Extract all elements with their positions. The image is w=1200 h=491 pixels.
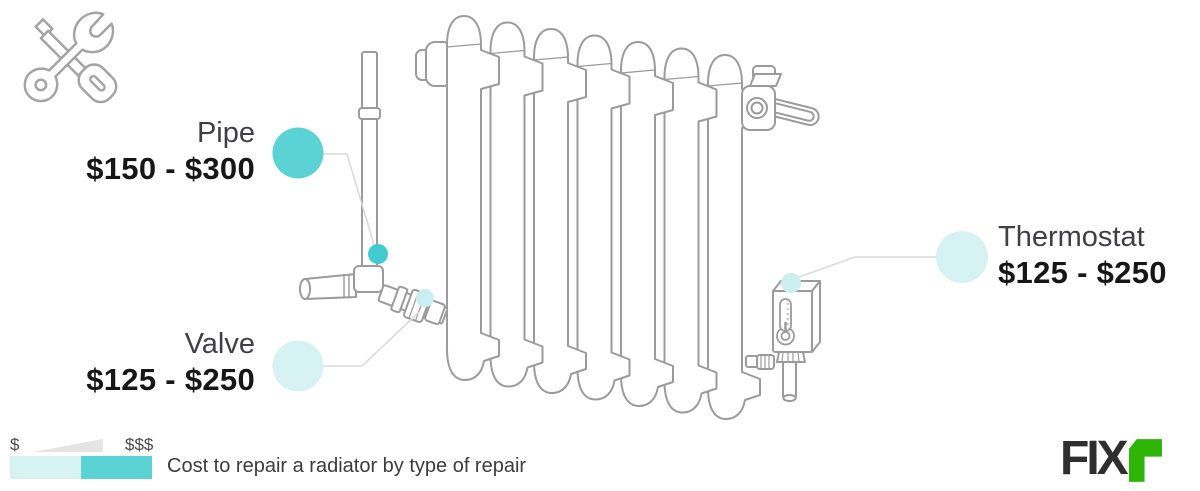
callout-valve-price: $125 - $250 xyxy=(86,362,255,397)
radiator-inlet-stub xyxy=(415,41,453,87)
wrench-and-screwdriver-icon xyxy=(23,11,118,104)
callout-thermostat-label: Thermostat xyxy=(998,221,1145,253)
legend-bar-low xyxy=(10,456,81,479)
thermometer-icon xyxy=(776,298,795,346)
legend-bar-high xyxy=(81,456,152,479)
fixr-logo-text: FIX xyxy=(1060,432,1129,485)
pipe-marker-circle xyxy=(272,127,324,179)
infographic-caption: Cost to repair a radiator by type of rep… xyxy=(167,455,527,477)
callout-pipe-label: Pipe xyxy=(196,117,255,149)
fixr-logo: FIX xyxy=(1060,432,1162,485)
legend-color-bar xyxy=(10,456,152,479)
supply-pipes xyxy=(299,51,449,326)
radiator-fins xyxy=(446,15,761,420)
callout-thermostat-price: $125 - $250 xyxy=(998,255,1167,290)
callout-pipe: Pipe $150 - $300 xyxy=(0,116,255,188)
callout-pipe-price: $150 - $300 xyxy=(86,151,255,186)
callout-valve: Valve $125 - $250 xyxy=(0,327,255,399)
thermostat-marker-circle xyxy=(936,231,988,283)
pipe-marker-dot xyxy=(368,244,388,264)
pipe-connector-line xyxy=(322,153,376,249)
valve-marker-dot xyxy=(416,289,434,307)
valve-connector-line xyxy=(322,311,420,367)
legend-min-label: $ xyxy=(10,435,20,454)
callout-thermostat: Thermostat $125 - $250 xyxy=(998,220,1167,292)
thermostat-connector-line xyxy=(798,256,937,278)
callout-valve-label: Valve xyxy=(184,328,255,360)
radiator-shutoff-valve xyxy=(741,65,820,131)
thermostat-marker-dot xyxy=(781,273,801,293)
valve-marker-circle xyxy=(272,340,324,392)
legend-max-label: $$$ xyxy=(125,435,154,454)
cost-wedge-icon xyxy=(33,439,103,452)
callout-markers xyxy=(272,127,988,392)
pipe-union-fitting xyxy=(377,284,449,326)
fixr-green-r-mark xyxy=(1128,439,1162,482)
callout-connectors xyxy=(322,153,937,367)
wrench-icon xyxy=(23,11,115,103)
